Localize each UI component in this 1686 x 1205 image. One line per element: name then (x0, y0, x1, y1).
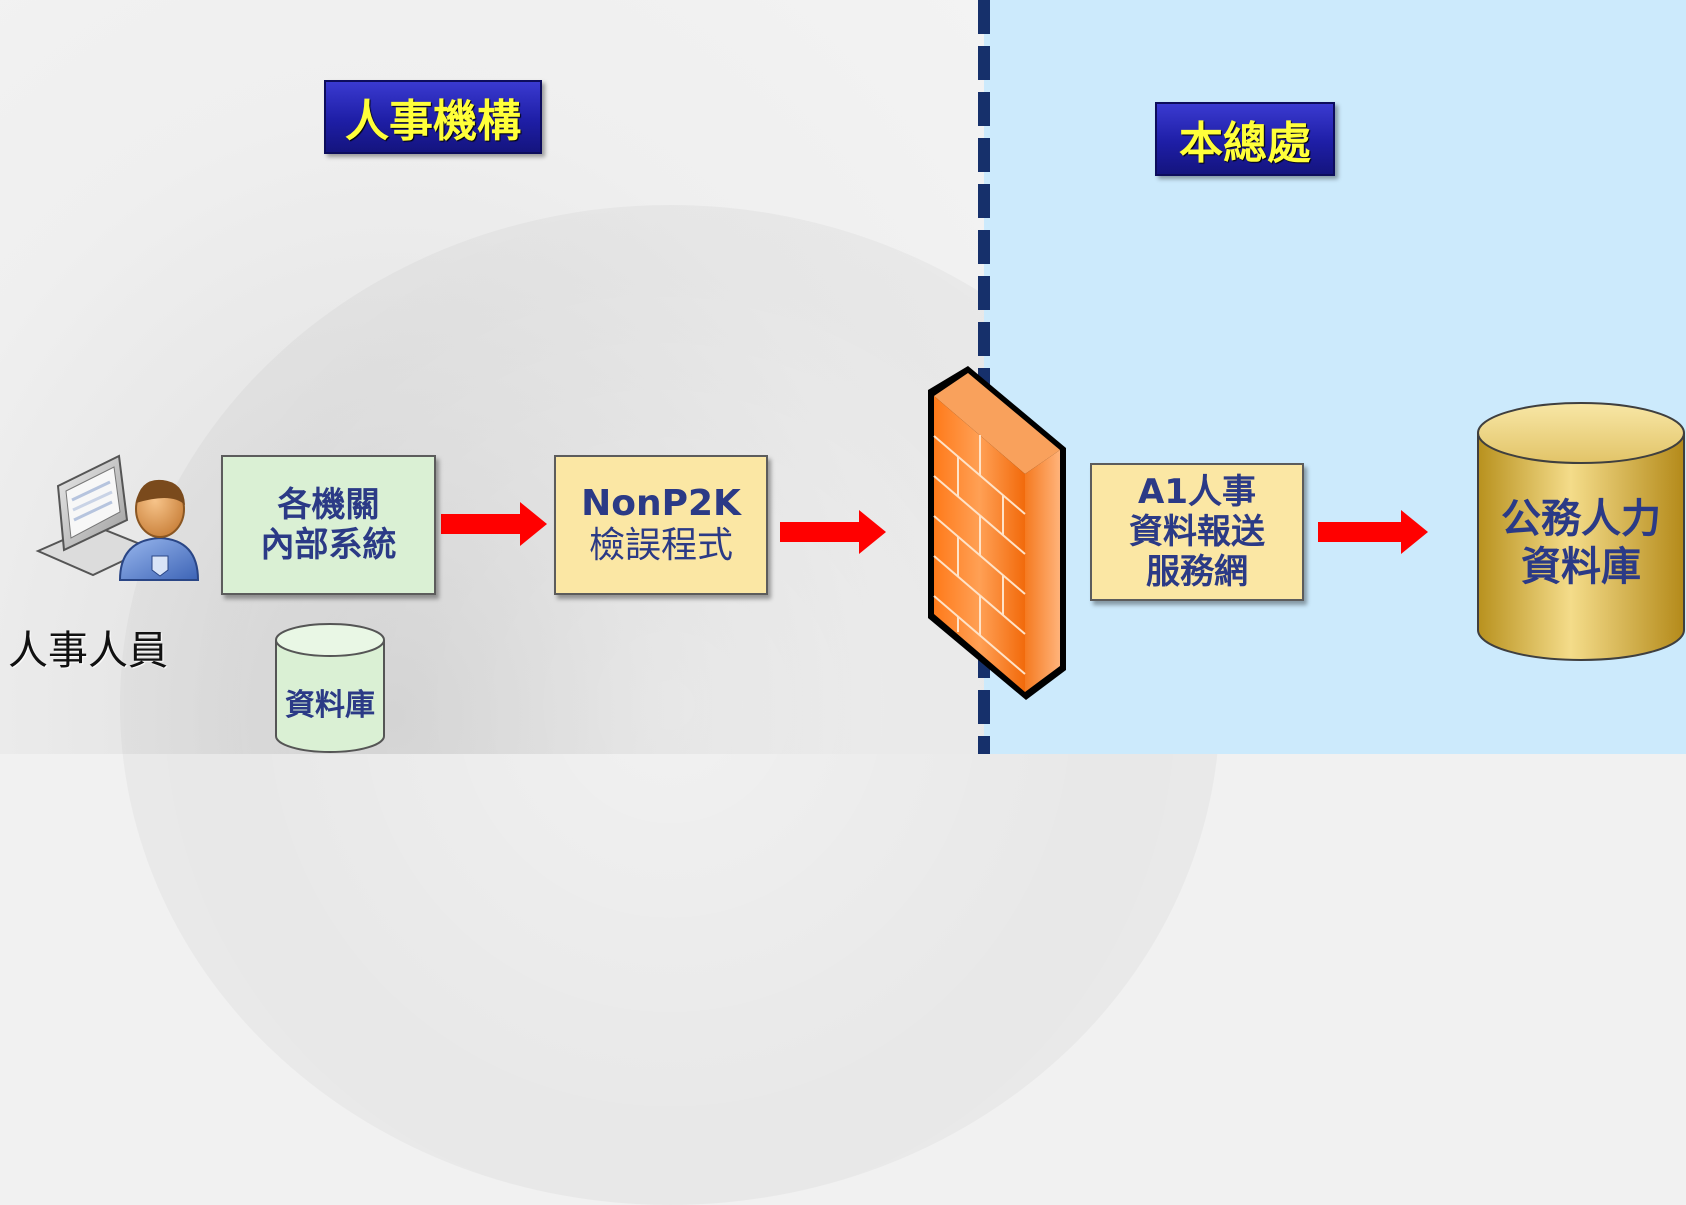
left-region-title: 人事機構 (324, 80, 542, 154)
right-region-title: 本總處 (1155, 102, 1335, 176)
internal-system-node: 各機關 內部系統 (221, 455, 436, 595)
internal-system-line-1: 各機關 (277, 484, 380, 525)
diagram-graphics (35, 366, 1685, 753)
flow-arrow (1318, 510, 1428, 554)
a1-line-3: 服務網 (1146, 552, 1248, 593)
nonp2k-line-2: 檢誤程式 (588, 525, 733, 566)
nonp2k-line-1: NonP2K (581, 482, 741, 524)
flow-arrow (780, 510, 886, 554)
local-database-icon (275, 623, 385, 753)
central-database-icon (1477, 402, 1685, 661)
a1-line-1: A1人事 (1138, 471, 1256, 512)
flow-arrow (441, 502, 547, 546)
a1-service-node: A1人事 資料報送 服務網 (1090, 463, 1304, 601)
a1-line-2: 資料報送 (1129, 511, 1265, 552)
nonp2k-checker-node: NonP2K 檢誤程式 (554, 455, 768, 595)
local-database-label: 資料庫 (285, 688, 375, 723)
firewall-icon (928, 366, 1066, 700)
central-database-label: 公務人力 資料庫 (1480, 495, 1682, 591)
central-db-line-1: 公務人力 (1501, 496, 1661, 542)
actor-label: 人事人員 (8, 628, 168, 674)
internal-system-line-2: 內部系統 (260, 525, 397, 565)
computer-user-icon (35, 454, 200, 581)
central-db-line-2: 資料庫 (1521, 544, 1641, 590)
